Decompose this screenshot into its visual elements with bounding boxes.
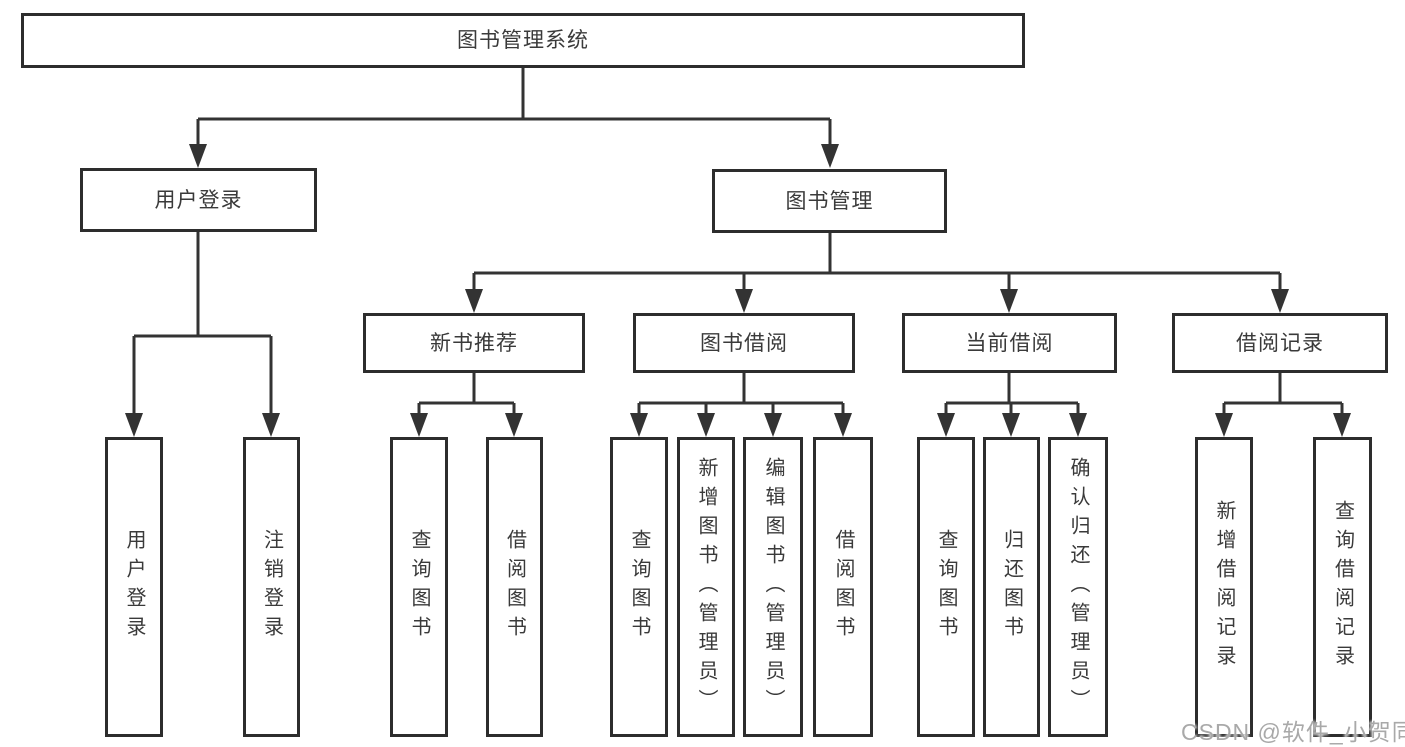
leaf-return-books: 归还图书 <box>983 437 1040 737</box>
leaf-edit-books-admin: 编辑图书（管理员） <box>743 437 803 737</box>
leaf-query-books-3-label: 查询图书 <box>935 529 957 645</box>
leaf-add-books-admin: 新增图书（管理员） <box>677 437 735 737</box>
leaf-borrow-books-1-label: 借阅图书 <box>503 529 526 645</box>
csdn-watermark: CSDN @软件_小贺同学 <box>1181 719 1405 745</box>
node-root-system: 图书管理系统 <box>21 13 1025 68</box>
node-book-management: 图书管理 <box>712 169 947 233</box>
leaf-return-books-label: 归还图书 <box>1000 529 1023 645</box>
leaf-add-borrow-record: 新增借阅记录 <box>1195 437 1253 737</box>
leaf-query-borrow-record-label: 查询借阅记录 <box>1331 500 1354 674</box>
leaf-user-login: 用户登录 <box>105 437 163 737</box>
leaf-add-books-admin-label: 新增图书（管理员） <box>695 456 717 718</box>
node-book-borrow-label: 图书借阅 <box>700 331 788 355</box>
node-new-book-recommend: 新书推荐 <box>363 313 585 373</box>
node-book-borrow: 图书借阅 <box>633 313 855 373</box>
leaf-borrow-books-2-label: 借阅图书 <box>832 529 854 645</box>
arrowheads <box>125 144 1351 437</box>
leaf-logout: 注销登录 <box>243 437 300 737</box>
leaf-edit-books-admin-label: 编辑图书（管理员） <box>762 456 784 718</box>
node-user-login-label: 用户登录 <box>154 188 243 212</box>
leaf-confirm-return-admin: 确认归还（管理员） <box>1048 437 1108 737</box>
node-current-borrow: 当前借阅 <box>902 313 1117 373</box>
node-borrow-records-label: 借阅记录 <box>1236 331 1324 355</box>
node-user-login: 用户登录 <box>80 168 317 232</box>
node-root-system-label: 图书管理系统 <box>457 29 589 52</box>
leaf-query-books-3: 查询图书 <box>917 437 975 737</box>
node-book-management-label: 图书管理 <box>785 189 874 213</box>
leaf-query-borrow-record: 查询借阅记录 <box>1313 437 1372 737</box>
leaf-user-login-label: 用户登录 <box>123 529 145 645</box>
leaf-add-borrow-record-label: 新增借阅记录 <box>1213 500 1235 674</box>
leaf-confirm-return-admin-label: 确认归还（管理员） <box>1067 456 1089 718</box>
node-current-borrow-label: 当前借阅 <box>965 331 1054 355</box>
leaf-query-books-2-label: 查询图书 <box>628 529 650 645</box>
leaf-query-books-1: 查询图书 <box>390 437 448 737</box>
leaf-query-books-1-label: 查询图书 <box>408 529 430 645</box>
leaf-borrow-books-2: 借阅图书 <box>813 437 873 737</box>
node-new-book-recommend-label: 新书推荐 <box>430 331 518 355</box>
leaf-logout-label: 注销登录 <box>260 529 283 645</box>
leaf-borrow-books-1: 借阅图书 <box>486 437 543 737</box>
leaf-query-books-2: 查询图书 <box>610 437 668 737</box>
node-borrow-records: 借阅记录 <box>1172 313 1388 373</box>
